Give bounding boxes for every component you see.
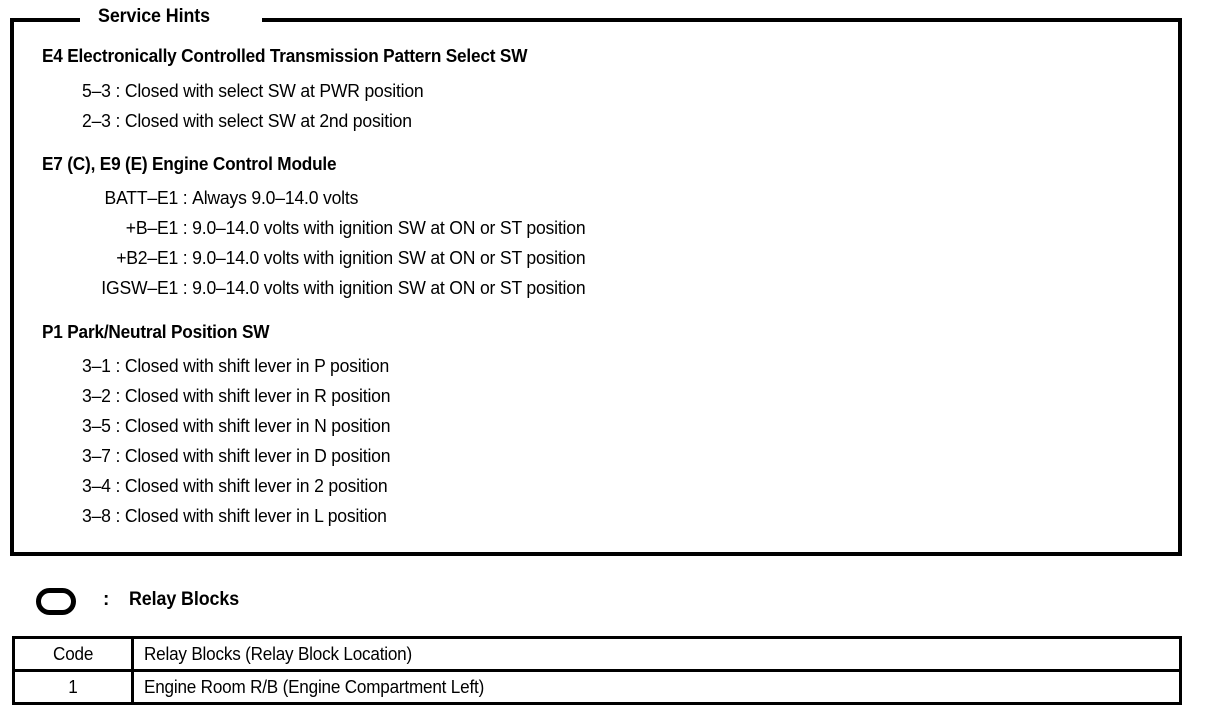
hint-line-p1-3-4: 3–4 : Closed with shift lever in 2 posit… (82, 475, 388, 496)
terminal-label-plus-b2-e1: +B2–E1 (116, 247, 179, 268)
table-header-description-label: Relay Blocks (Relay Block Location) (144, 643, 413, 664)
table-header-code: Code (12, 636, 134, 672)
hint-line-e4-2-3: 2–3 : Closed with select SW at 2nd posit… (82, 110, 412, 131)
table-header-code-label: Code (52, 643, 94, 664)
group-heading-p1: P1 Park/Neutral Position SW (42, 321, 270, 342)
hint-line-p1-3-1: 3–1 : Closed with shift lever in P posit… (82, 355, 390, 376)
hints-box-top-border-left (10, 18, 80, 22)
terminal-value-batt-e1: Always 9.0–14.0 volts (192, 187, 359, 208)
terminal-colon: : (178, 247, 193, 268)
terminal-value-igsw-e1: 9.0–14.0 volts with ignition SW at ON or… (192, 277, 586, 298)
terminal-label-igsw-e1: IGSW–E1 (101, 277, 179, 298)
hint-line-e4-5-3: 5–3 : Closed with select SW at PWR posit… (82, 80, 424, 101)
terminal-colon: : (178, 277, 193, 298)
hint-line-p1-3-7: 3–7 : Closed with shift lever in D posit… (82, 445, 391, 466)
terminal-colon: : (178, 217, 193, 238)
hint-line-plus-b-e1: +B–E1 : 9.0–14.0 volts with ignition SW … (66, 217, 586, 239)
hint-line-batt-e1: BATT–E1 : Always 9.0–14.0 volts (66, 187, 359, 209)
table-header-row: Code Relay Blocks (Relay Block Location) (12, 636, 1182, 672)
table-cell-code: 1 (12, 669, 134, 705)
table-row: 1 Engine Room R/B (Engine Compartment Le… (12, 669, 1182, 705)
table-cell-code-value: 1 (68, 676, 78, 697)
table-cell-description-value: Engine Room R/B (Engine Compartment Left… (144, 676, 485, 697)
hint-line-igsw-e1: IGSW–E1 : 9.0–14.0 volts with ignition S… (66, 277, 585, 299)
terminal-colon: : (178, 187, 193, 208)
hint-line-plus-b2-e1: +B2–E1 : 9.0–14.0 volts with ignition SW… (66, 247, 585, 269)
relay-block-symbol-icon (36, 588, 76, 615)
relay-blocks-table: Code Relay Blocks (Relay Block Location)… (12, 636, 1182, 705)
table-header-description: Relay Blocks (Relay Block Location) (131, 636, 1182, 672)
hint-line-p1-3-8: 3–8 : Closed with shift lever in L posit… (82, 505, 387, 526)
terminal-label-plus-b-e1: +B–E1 (125, 217, 179, 238)
table-cell-description: Engine Room R/B (Engine Compartment Left… (131, 669, 1182, 705)
group-heading-e4: E4 Electronically Controlled Transmissio… (42, 45, 528, 66)
terminal-value-plus-b2-e1: 9.0–14.0 volts with ignition SW at ON or… (192, 247, 586, 268)
hint-line-p1-3-5: 3–5 : Closed with shift lever in N posit… (82, 415, 391, 436)
service-hints-box (10, 18, 1182, 556)
hint-line-p1-3-2: 3–2 : Closed with shift lever in R posit… (82, 385, 391, 406)
terminal-label-batt-e1: BATT–E1 (104, 187, 179, 208)
hints-box-top-border-right (262, 18, 1182, 22)
service-hints-caption: Service Hints (98, 6, 210, 27)
group-heading-e7-e9: E7 (C), E9 (E) Engine Control Module (42, 153, 337, 174)
terminal-value-plus-b-e1: 9.0–14.0 volts with ignition SW at ON or… (192, 217, 586, 238)
relay-legend-colon: : (103, 589, 110, 610)
relay-legend-label: Relay Blocks (129, 589, 240, 610)
